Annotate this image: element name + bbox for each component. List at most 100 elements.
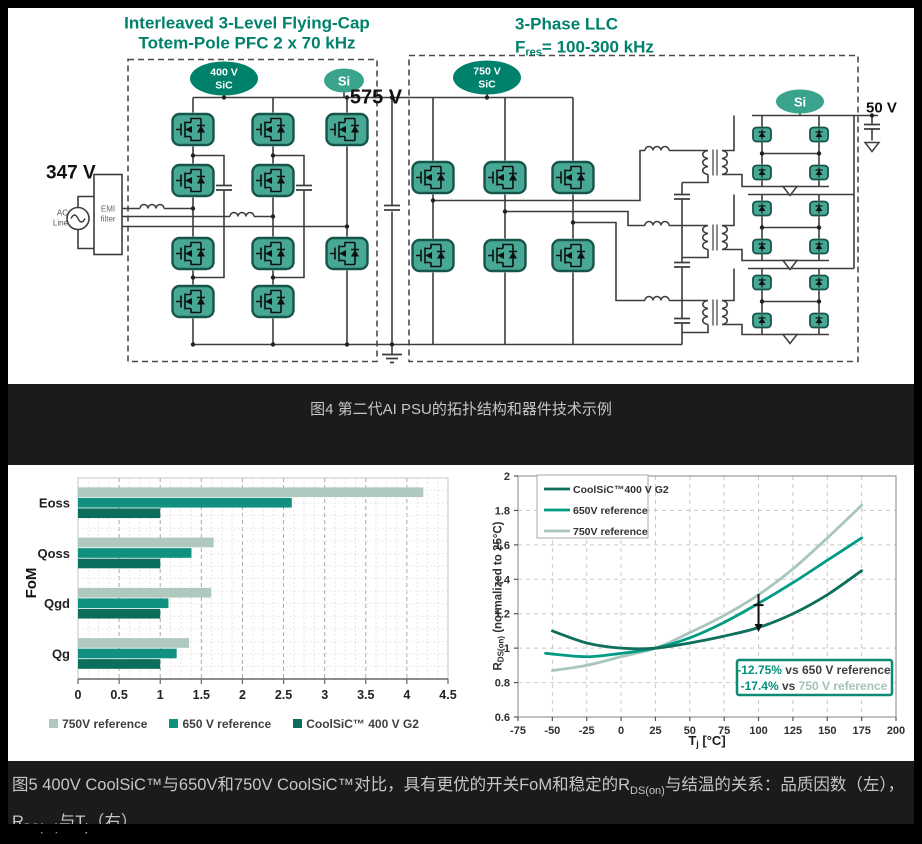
mosfet-icon bbox=[251, 236, 295, 271]
bar-x-tick-label: 1 bbox=[157, 688, 164, 702]
legend-swatch bbox=[169, 719, 179, 728]
figure4-caption-text: 图4 第二代AI PSU的拓扑结构和器件技术示例 bbox=[310, 401, 612, 418]
legend-label: 750V reference bbox=[573, 526, 648, 538]
inductor-icon bbox=[229, 211, 255, 217]
junction-dot bbox=[344, 224, 350, 229]
junction-dot bbox=[759, 151, 765, 156]
line-y-tick-label: 0.6 bbox=[495, 712, 510, 724]
bar-x-tick-label: 2 bbox=[239, 688, 246, 702]
line-y-tick-label: 1.8 bbox=[495, 505, 510, 517]
figure5-caption: 图5 400V CoolSiC™与650V和750V CoolSiC™对比，具有… bbox=[12, 770, 910, 844]
capacitor-icon bbox=[216, 184, 232, 191]
bar bbox=[78, 638, 189, 648]
ac-line-label1: AC bbox=[57, 209, 68, 218]
mosfet-small-icon bbox=[809, 164, 829, 181]
bar-x-tick-label: 3 bbox=[321, 688, 328, 702]
mosfet-small-icon bbox=[752, 164, 772, 181]
mosfet-icon bbox=[551, 238, 595, 273]
mosfet-icon bbox=[171, 284, 215, 319]
bar bbox=[78, 487, 424, 498]
line-y-tick-label: 0.8 bbox=[495, 678, 510, 690]
bar-x-tick-label: 0.5 bbox=[110, 688, 127, 702]
mosfet-small-icon bbox=[809, 274, 829, 291]
bar bbox=[78, 648, 177, 659]
series-line bbox=[550, 569, 864, 651]
bar-series bbox=[78, 487, 424, 669]
badge-si-right: Si bbox=[776, 89, 824, 114]
mosfet-small-icon bbox=[752, 126, 772, 143]
mosfet-icon bbox=[551, 160, 595, 195]
line-x-tick-label: 75 bbox=[718, 725, 730, 737]
bar-x-tick-label: 4.5 bbox=[439, 688, 456, 702]
mosfet-icon bbox=[325, 112, 369, 147]
junction-dot bbox=[869, 113, 875, 118]
mosfet-small-icon bbox=[752, 238, 772, 255]
junction-dot bbox=[570, 220, 576, 225]
badge-400v-label1: 400 V bbox=[210, 67, 237, 79]
line-y-tick-label: 1 bbox=[504, 643, 510, 655]
bar-x-tick-label: 4 bbox=[403, 688, 410, 702]
junction-dot bbox=[389, 95, 395, 100]
bar-category-label: Qg bbox=[52, 646, 70, 661]
line-x-tick-label: 100 bbox=[749, 725, 767, 737]
junction-dot bbox=[502, 209, 508, 214]
bar bbox=[78, 537, 214, 548]
capacitor-icon bbox=[674, 193, 690, 200]
bar bbox=[78, 497, 292, 508]
arrow-ground-icon bbox=[863, 141, 881, 153]
arrow-ground-icon bbox=[781, 333, 799, 345]
junction-dot bbox=[816, 299, 822, 304]
bar-x-tick-label: 1.5 bbox=[193, 688, 210, 702]
mosfet-small-icon bbox=[752, 274, 772, 291]
llc-title-line2: Fres= 100-300 kHz bbox=[515, 38, 654, 59]
line-chart-ylabel: RDS(on) (normalized to 25°C) bbox=[492, 521, 506, 671]
legend-label: CoolSiC™400 V G2 bbox=[573, 484, 669, 496]
series-line bbox=[544, 536, 864, 659]
output-voltage-label: 50 V bbox=[866, 100, 897, 117]
capacitor-icon bbox=[674, 317, 690, 324]
bar-category-label: Qgd bbox=[44, 596, 70, 611]
ac-source bbox=[66, 206, 90, 231]
line-y-tick-label: 1.2 bbox=[495, 609, 510, 621]
emi-label1: EMI bbox=[101, 205, 115, 214]
bar-chart-ylabel: FoM bbox=[23, 568, 40, 599]
capacitor-icon bbox=[384, 204, 400, 211]
legend-item: 650 V reference bbox=[169, 717, 271, 731]
junction-dot bbox=[190, 153, 196, 158]
line-plot-border bbox=[517, 475, 897, 718]
line-chart-xlabel: Tj [°C] bbox=[688, 733, 726, 749]
delta-arrow bbox=[753, 593, 764, 633]
junction-dot bbox=[190, 275, 196, 280]
mosfet-icon bbox=[171, 163, 215, 198]
junction-dot bbox=[221, 95, 227, 100]
junction-dot bbox=[270, 153, 276, 158]
capacitor-icon bbox=[674, 261, 690, 268]
bar bbox=[78, 587, 212, 598]
pfc-title-line2: Totem-Pole PFC 2 x 70 kHz bbox=[139, 34, 356, 53]
junction-dot bbox=[190, 342, 196, 347]
line-x-tick-label: 150 bbox=[818, 725, 836, 737]
mosfet-icon bbox=[251, 112, 295, 147]
figure4-panel: Interleaved 3-Level Flying-Cap Totem-Pol… bbox=[8, 8, 914, 384]
inductor-icon bbox=[139, 203, 165, 209]
series-line bbox=[550, 503, 864, 672]
junction-dot bbox=[759, 299, 765, 304]
bar-category-label: Qoss bbox=[37, 546, 70, 561]
junction-dot bbox=[389, 342, 395, 347]
mosfet-small-icon bbox=[752, 200, 772, 217]
psu-topology-diagram: Interleaved 3-Level Flying-Cap Totem-Pol… bbox=[46, 14, 897, 364]
line-x-tick-label: 200 bbox=[887, 725, 905, 737]
line-y-tick-label: 1.4 bbox=[495, 574, 511, 586]
transformer-icon bbox=[701, 299, 729, 326]
mosfet-small-icon bbox=[752, 312, 772, 329]
badge-si-left: Si bbox=[324, 68, 364, 93]
line-x-tick-label: 175 bbox=[852, 725, 870, 737]
legend-item: CoolSiC™ 400 V G2 bbox=[293, 717, 419, 731]
badge-750v-label2: SiC bbox=[478, 79, 496, 91]
